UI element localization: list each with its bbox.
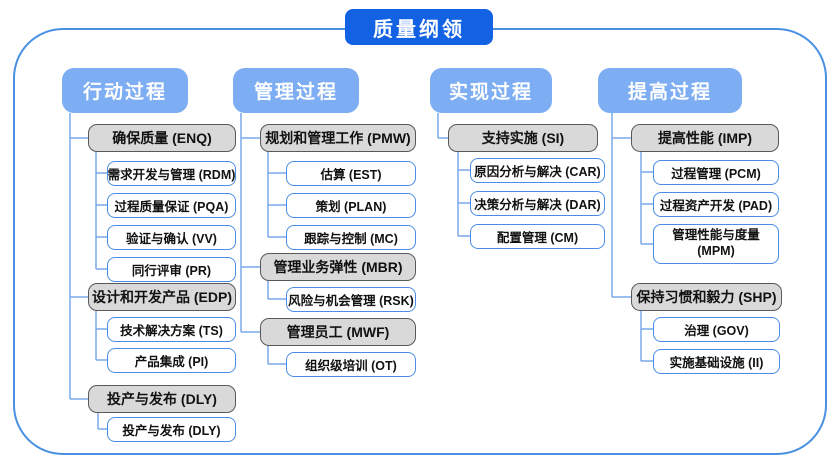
node-gov: 治理 (GOV) [653, 317, 780, 342]
column-header-improvement-process: 提高过程 [598, 68, 742, 113]
node-ot: 组织级培训 (OT) [286, 352, 416, 377]
node-mbr: 管理业务弹性 (MBR) [260, 253, 416, 281]
node-dly: 投产与发布 (DLY) [107, 417, 236, 442]
node-mpm: 管理性能与度量 (MPM) [653, 224, 779, 264]
node-ts: 技术解决方案 (TS) [107, 317, 236, 342]
node-shp: 保持习惯和毅力 (SHP) [631, 283, 782, 311]
diagram-title: 质量纲领 [345, 9, 493, 45]
node-pcm: 过程管理 (PCM) [653, 160, 779, 185]
node-pmw: 规划和管理工作 (PMW) [260, 124, 416, 152]
node-enq: 确保质量 (ENQ) [88, 124, 236, 152]
node-cm: 配置管理 (CM) [470, 224, 605, 249]
node-pad: 过程资产开发 (PAD) [653, 192, 779, 217]
column-header-action-process: 行动过程 [62, 68, 188, 113]
column-header-implementation-process: 实现过程 [430, 68, 552, 113]
node-est: 估算 (EST) [286, 161, 416, 186]
node-pqa: 过程质量保证 (PQA) [107, 193, 236, 218]
node-imp: 提高性能 (IMP) [631, 124, 779, 152]
column-header-management-process: 管理过程 [233, 68, 359, 113]
node-mwf: 管理员工 (MWF) [260, 318, 416, 346]
node-pi: 产品集成 (PI) [107, 348, 236, 373]
node-rdm: 需求开发与管理 (RDM) [107, 161, 236, 186]
node-car: 原因分析与解决 (CAR) [470, 158, 605, 183]
node-pr: 同行评审 (PR) [107, 257, 236, 282]
node-edp: 设计和开发产品 (EDP) [88, 283, 236, 311]
node-dar: 决策分析与解决 (DAR) [470, 191, 605, 216]
node-plan: 策划 (PLAN) [286, 193, 416, 218]
node-ii: 实施基础设施 (II) [653, 349, 780, 374]
node-mc: 跟踪与控制 (MC) [286, 225, 416, 250]
node-si: 支持实施 (SI) [448, 124, 598, 152]
node-vv: 验证与确认 (VV) [107, 225, 236, 250]
node-dly-group: 投产与发布 (DLY) [88, 385, 236, 413]
node-rsk: 风险与机会管理 (RSK) [286, 287, 416, 312]
